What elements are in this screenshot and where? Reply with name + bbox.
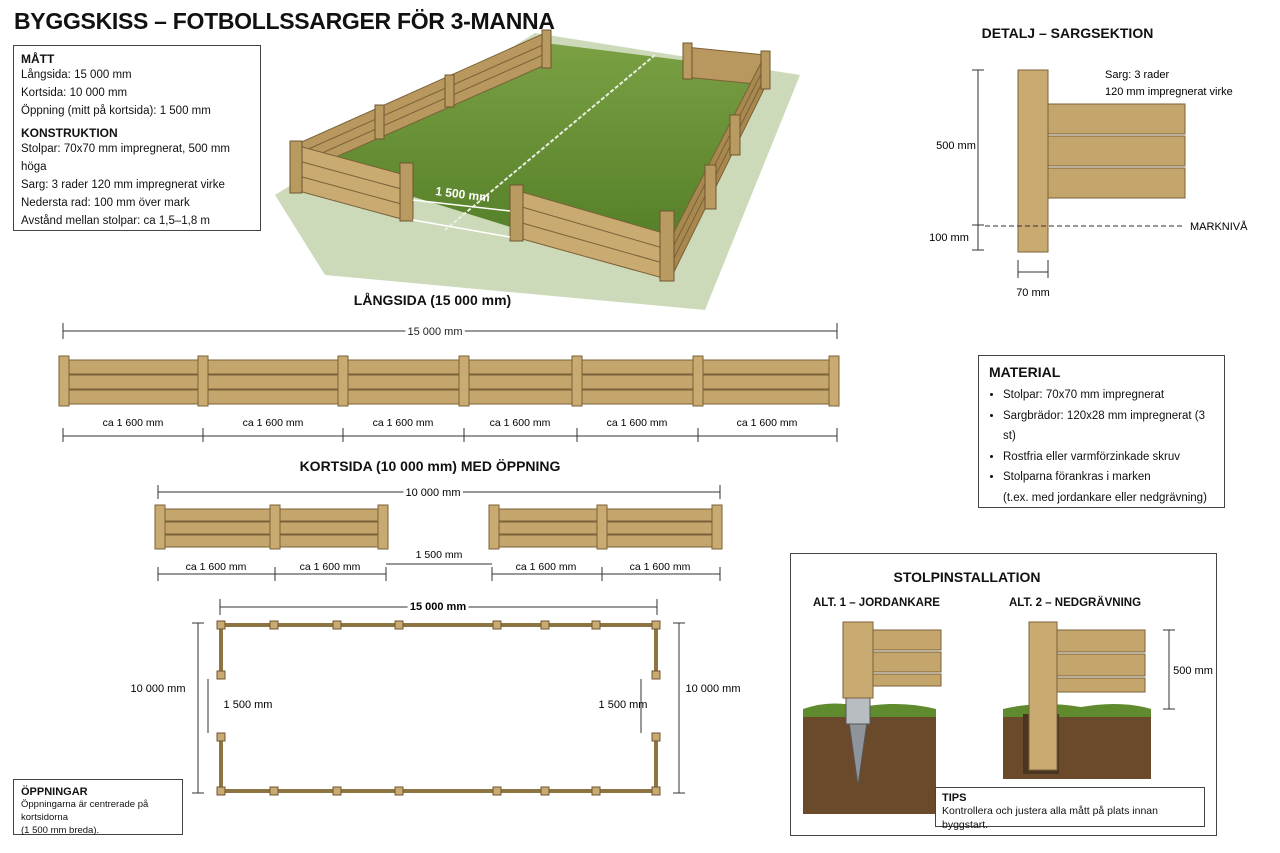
alt2-height-label: 500 mm	[1173, 665, 1213, 677]
sarg-label-1: Sarg: 3 rader	[1105, 69, 1170, 81]
detail-ground-label: 100 mm	[929, 232, 969, 244]
konstruktion-line: Sarg: 3 rader 120 mm impregnerat virke	[21, 179, 225, 191]
centre-line	[444, 54, 656, 231]
material-item: Rostfria eller varmförzinkade skruv	[1003, 447, 1214, 468]
tips-heading: TIPS	[942, 792, 967, 804]
detail-section: 500 mm 100 mm MARKNIVÅ Sarg: 3 rader 120…	[929, 69, 1248, 299]
rendering-posts	[289, 29, 771, 282]
openings-text-1: Öppningarna är centrerade på kortsidorna	[21, 799, 149, 823]
plan-top-label: 15 000 mm	[410, 601, 466, 613]
long-segment-label: ca 1 600 mm	[737, 417, 798, 429]
specs-box: MÅTT Långsida: 15 000 mm Kortsida: 10 00…	[13, 45, 261, 231]
konstruktion-line: Stolpar: 70x70 mm impregnerat, 500 mm hö…	[21, 143, 231, 173]
matt-heading: MÅTT	[21, 52, 55, 66]
long-segment-label: ca 1 600 mm	[373, 417, 434, 429]
konstruktion-line: Nedersta rad: 100 mm över mark	[21, 197, 190, 209]
matt-line: Öppning (mitt på kortsida): 1 500 mm	[21, 105, 211, 117]
short-side-total: 10 000 mm	[405, 487, 460, 499]
detail-heading: DETALJ – SARGSEKTION	[981, 25, 1154, 41]
alt2-post	[1028, 621, 1058, 771]
long-segment-label: ca 1 600 mm	[103, 417, 164, 429]
post-installation-box: STOLPINSTALLATION ALT. 1 – JORDANKARE AL…	[790, 553, 1217, 836]
long-side-heading: LÅNGSIDA (15 000 mm)	[353, 292, 512, 308]
short-opening-label: 1 500 mm	[416, 549, 463, 561]
opening-label: 1 500 mm	[435, 184, 491, 205]
material-item: Stolpar: 70x70 mm impregnerat	[1003, 385, 1214, 406]
short-segment-label: ca 1 600 mm	[516, 561, 577, 573]
detail-board	[1047, 167, 1186, 199]
matt-line: Långsida: 15 000 mm	[21, 69, 132, 81]
konstruktion-line: Avstånd mellan stolpar: ca 1,5–1,8 m	[21, 215, 211, 227]
alt1-heading: ALT. 1 – JORDANKARE	[813, 597, 940, 609]
plan-left-label: 10 000 mm	[130, 683, 185, 695]
detail-width-label: 70 mm	[1016, 287, 1050, 299]
konstruktion-heading: KONSTRUKTION	[21, 126, 118, 140]
material-note: (t.ex. med jordankare eller nedgrävning)	[1003, 491, 1207, 504]
long-segment-label: ca 1 600 mm	[607, 417, 668, 429]
post-installation-figure: 500 mm	[803, 621, 1213, 814]
openings-text-2: (1 500 mm breda).	[21, 825, 100, 836]
material-box: MATERIAL Stolpar: 70x70 mm impregnerat S…	[978, 355, 1225, 508]
short-segment-label: ca 1 600 mm	[186, 561, 247, 573]
pitch-rendering: 1 500 mm	[275, 29, 800, 310]
long-segment-label: ca 1 600 mm	[243, 417, 304, 429]
opening-dimension-line	[412, 199, 511, 212]
plan-right-opening: 1 500 mm	[599, 699, 648, 711]
openings-box: ÖPPNINGAR Öppningarna är centrerade på k…	[13, 779, 183, 836]
ground-level-label: MARKNIVÅ	[1190, 220, 1248, 233]
long-side-elevation: 15 000 mm ca 1 600 mm ca 1 600 mm ca 1 6…	[58, 323, 840, 442]
long-side-total: 15 000 mm	[407, 326, 462, 338]
material-heading: MATERIAL	[989, 364, 1061, 380]
detail-board	[1047, 135, 1186, 167]
material-item: Stolparna förankras i marken	[1003, 467, 1214, 488]
tips-text: Kontrollera och justera alla mått på pla…	[942, 805, 1158, 831]
post-installation-heading: STOLPINSTALLATION	[893, 569, 1041, 585]
short-segment-label: ca 1 600 mm	[300, 561, 361, 573]
plan-right-label: 10 000 mm	[685, 683, 740, 695]
detail-board	[1047, 103, 1186, 135]
page-title: BYGGSKISS – FOTBOLLSSARGER FÖR 3-MANNA	[14, 8, 555, 34]
openings-heading: ÖPPNINGAR	[21, 786, 88, 798]
short-side-heading: KORTSIDA (10 000 mm) MED ÖPPNING	[299, 458, 561, 474]
long-segment-label: ca 1 600 mm	[490, 417, 551, 429]
alt1-post	[842, 621, 874, 699]
short-side-elevation: 10 000 mm ca 1 600 mm ca 1 600 mm 1 500 …	[154, 484, 723, 581]
material-item: Sargbrädor: 120x28 mm impregnerat (3 st)	[1003, 406, 1214, 447]
matt-line: Kortsida: 10 000 mm	[21, 87, 128, 99]
plan-view: 15 000 mm 10 000 mm 10 000 mm 1 500 mm 1…	[130, 598, 741, 796]
short-segment-label: ca 1 600 mm	[630, 561, 691, 573]
alt1-soil	[803, 709, 936, 814]
alt2-heading: ALT. 2 – NEDGRÄVNING	[1009, 597, 1142, 609]
grass-field	[295, 43, 760, 275]
sarg-label-2: 120 mm impregnerat virke	[1105, 86, 1233, 98]
plan-left-opening: 1 500 mm	[224, 699, 273, 711]
detail-height-label: 500 mm	[936, 140, 976, 152]
detail-post	[1017, 69, 1049, 253]
tips-box: TIPS Kontrollera och justera alla mått p…	[935, 787, 1205, 831]
